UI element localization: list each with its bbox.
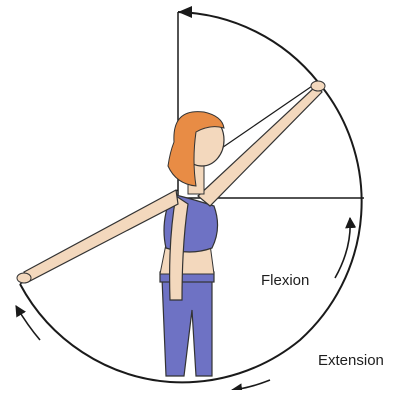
human-figure	[16, 80, 326, 377]
top-arrow-icon	[178, 6, 192, 18]
hair	[167, 111, 225, 187]
legs	[161, 277, 213, 377]
extension-label: Extension	[318, 352, 384, 369]
lowered-arm	[169, 194, 189, 301]
extension-arrow-bottom-icon	[230, 379, 271, 395]
extended-hand	[16, 272, 32, 284]
flexion-arrow-icon	[334, 216, 357, 279]
raised-arm	[197, 85, 323, 207]
raised-hand	[310, 80, 326, 92]
flexion-label: Flexion	[261, 272, 310, 289]
range-of-motion-arc	[19, 11, 363, 384]
extended-arm	[23, 189, 179, 283]
extension-arrow-left-icon	[15, 305, 41, 341]
